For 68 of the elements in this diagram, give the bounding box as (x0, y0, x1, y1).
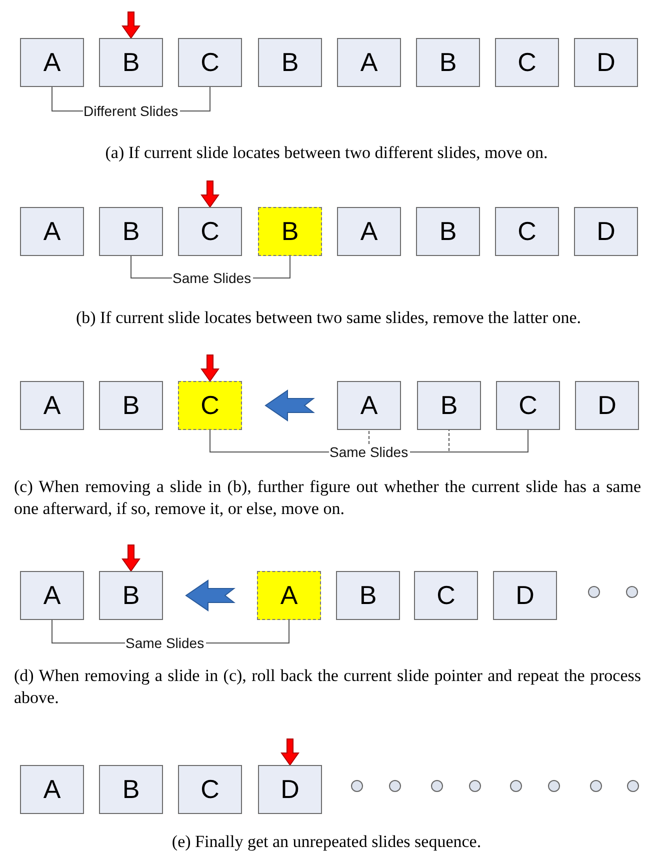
slide-box: B (99, 38, 163, 87)
slide-box: B (99, 381, 163, 430)
slide-box: C (414, 571, 478, 620)
block-arrow (264, 390, 315, 422)
slide-box: B (258, 38, 322, 87)
block-arrow (185, 580, 236, 612)
connector-line (52, 86, 84, 112)
bracket-label: Same Slides (172, 270, 252, 286)
caption: (c) When removing a slide in (b), further figure out whether the current slide has a same one afterward, if so, remove it, or else, move on. (14, 476, 641, 520)
slide-box: B (99, 207, 163, 256)
slide-box: A (337, 38, 401, 87)
slide-box: B (99, 571, 163, 620)
pointer-arrow (200, 354, 220, 382)
slide-box: D (575, 381, 639, 430)
connector-line (130, 256, 172, 278)
slide-box: C (178, 765, 242, 814)
placeholder-circle (469, 780, 481, 792)
bracket-label: Same Slides (328, 444, 410, 460)
connector-line (410, 430, 528, 452)
slide-box: D (258, 765, 322, 814)
placeholder-circle (351, 780, 363, 792)
slide-box: B (416, 38, 480, 87)
placeholder-circle (588, 586, 600, 598)
slide-box: A (20, 38, 84, 87)
highlighted-slide-box: B (258, 207, 322, 256)
slide-box: C (495, 38, 559, 87)
slide-box: D (493, 571, 557, 620)
slide-box: A (20, 207, 84, 256)
slide-box: B (336, 571, 400, 620)
slide-box: D (574, 207, 638, 256)
placeholder-circle (431, 780, 443, 792)
slide-box: A (20, 381, 84, 430)
slide-box: A (20, 571, 84, 620)
highlighted-slide-box: C (178, 381, 242, 430)
pointer-arrow (122, 12, 140, 39)
highlighted-slide-box: A (257, 571, 321, 620)
placeholder-circle (627, 780, 639, 792)
slide-box: B (99, 765, 163, 814)
placeholder-circle (590, 780, 602, 792)
slide-box: A (337, 207, 401, 256)
connector-line (368, 430, 370, 444)
slide-box: D (574, 38, 638, 87)
slide-box: C (496, 381, 560, 430)
caption: (b) If current slide locates between two same slides, remove the latter one. (74, 307, 582, 329)
connector-line (180, 86, 210, 112)
caption: (d) When removing a slide in (c), roll back the current slide pointer and repeat the process above. (14, 665, 641, 709)
bracket-label: Same Slides (124, 635, 206, 651)
connector-line (52, 620, 126, 644)
slide-box: A (337, 381, 401, 430)
placeholder-circle (510, 780, 522, 792)
slide-box: C (178, 38, 242, 87)
slide-box: C (178, 207, 242, 256)
slide-box: B (416, 207, 480, 256)
caption: (e) Finally get an unrepeated slides sequence. (170, 831, 482, 853)
connector-line (206, 620, 290, 644)
slide-box: C (495, 207, 559, 256)
connector-line (210, 430, 330, 452)
pointer-arrow (200, 180, 220, 208)
placeholder-circle (548, 780, 560, 792)
placeholder-circle (626, 586, 638, 598)
caption: (a) If current slide locates between two different slides, move on. (104, 142, 549, 164)
connector-line (252, 256, 290, 278)
slide-box: B (417, 381, 481, 430)
pointer-arrow (280, 738, 300, 766)
pointer-arrow (122, 544, 140, 572)
slide-box: A (20, 765, 84, 814)
placeholder-circle (389, 780, 401, 792)
bracket-label: Different Slides (82, 103, 180, 119)
